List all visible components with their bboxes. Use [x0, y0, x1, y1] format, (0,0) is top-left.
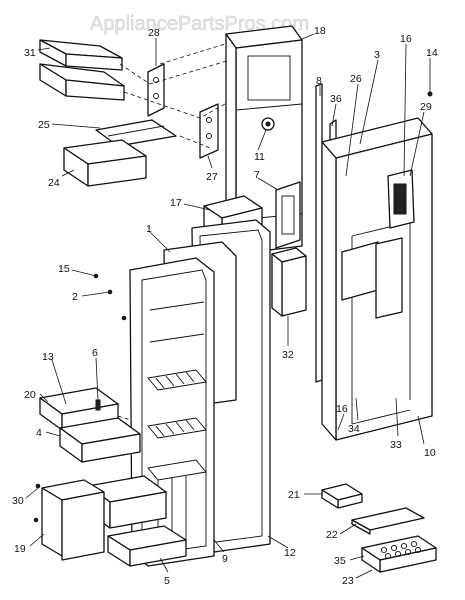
part-29-control-box[interactable]	[387, 169, 415, 229]
callout-6: 6	[92, 347, 98, 359]
callout-5: 5	[164, 575, 170, 587]
part-19-basket[interactable]	[41, 479, 105, 561]
leader-lines	[25, 33, 425, 579]
callout-31: 31	[24, 47, 36, 59]
callout-17: 17	[170, 197, 182, 209]
callout-33: 33	[390, 439, 402, 451]
part-14-screw[interactable]	[427, 58, 433, 97]
callout-30: 30	[12, 495, 24, 507]
callout-24: 24	[48, 177, 60, 189]
callout-22: 22	[326, 529, 338, 541]
part-21-cup[interactable]	[321, 483, 363, 509]
part-8-strip[interactable]	[315, 83, 323, 383]
part-4-bin[interactable]	[59, 417, 141, 463]
callout-26: 26	[350, 73, 362, 85]
part-24-tray[interactable]	[63, 139, 147, 187]
part-11-knob[interactable]	[261, 117, 275, 131]
callout-7: 7	[254, 169, 260, 181]
callout-1: 1	[146, 223, 152, 235]
callout-15: 15	[58, 263, 70, 275]
part-25-shelf[interactable]	[95, 119, 177, 147]
part-22-lid[interactable]	[351, 507, 425, 535]
callout-14: 14	[426, 47, 438, 59]
part-35-ice-tray[interactable]	[361, 535, 437, 573]
callout-28: 28	[148, 27, 160, 39]
callout-35: 35	[334, 555, 346, 567]
callout-34: 34	[348, 423, 360, 435]
callout-32: 32	[282, 349, 294, 361]
callout-25: 25	[38, 119, 50, 131]
callout-12: 12	[284, 547, 296, 559]
callout-16-top: 16	[400, 33, 412, 45]
part-28-bracket[interactable]	[147, 63, 165, 117]
callout-4: 4	[36, 427, 42, 439]
callout-18: 18	[314, 25, 326, 37]
callout-9: 9	[222, 553, 228, 565]
callout-13: 13	[42, 351, 54, 363]
callout-16-bottom: 16	[336, 403, 348, 415]
screws-30[interactable]	[33, 483, 41, 523]
part-6-clip[interactable]	[95, 399, 101, 411]
callout-3: 3	[374, 49, 380, 61]
callout-10: 10	[424, 447, 436, 459]
callout-27: 27	[206, 171, 218, 183]
callout-36: 36	[330, 93, 342, 105]
callout-8: 8	[316, 75, 322, 87]
watermark-text: AppliancePartsPros.com	[90, 13, 309, 35]
callout-29: 29	[420, 101, 432, 113]
callout-19: 19	[14, 543, 26, 555]
callout-23: 23	[342, 575, 354, 587]
callout-labels: 31 28 18 16 14 3 8 26 36 29 25 11 27 24 …	[12, 25, 438, 587]
part-7-panel[interactable]	[275, 181, 301, 249]
callout-2: 2	[72, 291, 78, 303]
part-32-cover[interactable]	[271, 247, 307, 317]
part-31-door-bins[interactable]	[39, 39, 125, 101]
callout-20: 20	[24, 389, 36, 401]
part-27-bracket[interactable]	[199, 103, 219, 159]
callout-21: 21	[288, 489, 300, 501]
callout-11: 11	[254, 151, 265, 163]
screws-15[interactable]	[93, 273, 127, 321]
part-34-liner[interactable]	[341, 237, 403, 319]
